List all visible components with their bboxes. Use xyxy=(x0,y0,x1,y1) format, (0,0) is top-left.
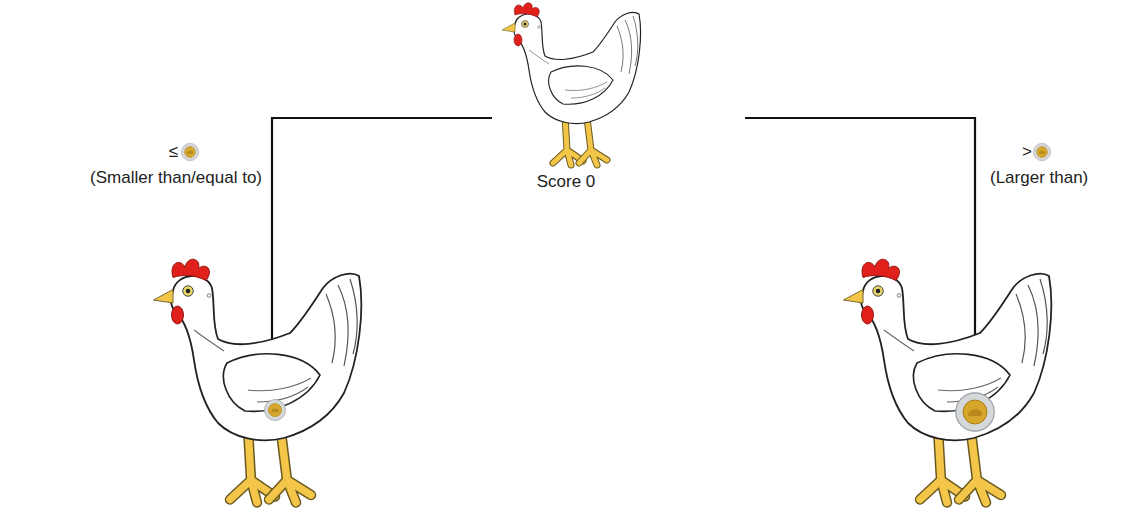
coin-icon xyxy=(1033,143,1050,160)
score-label: Score 0 xyxy=(537,172,596,192)
chicken-figure xyxy=(844,259,1052,502)
chicken-figure xyxy=(502,3,641,165)
coin-icon xyxy=(264,399,285,420)
branch-label: (Smaller than/equal to) xyxy=(90,168,262,188)
comparison-sign: ≤ xyxy=(169,142,178,162)
coin-icon xyxy=(181,143,198,160)
comparison-sign: > xyxy=(1022,142,1032,162)
branch-label: (Larger than) xyxy=(990,168,1088,188)
chicken-figure xyxy=(154,259,362,502)
coin-icon xyxy=(956,393,994,431)
